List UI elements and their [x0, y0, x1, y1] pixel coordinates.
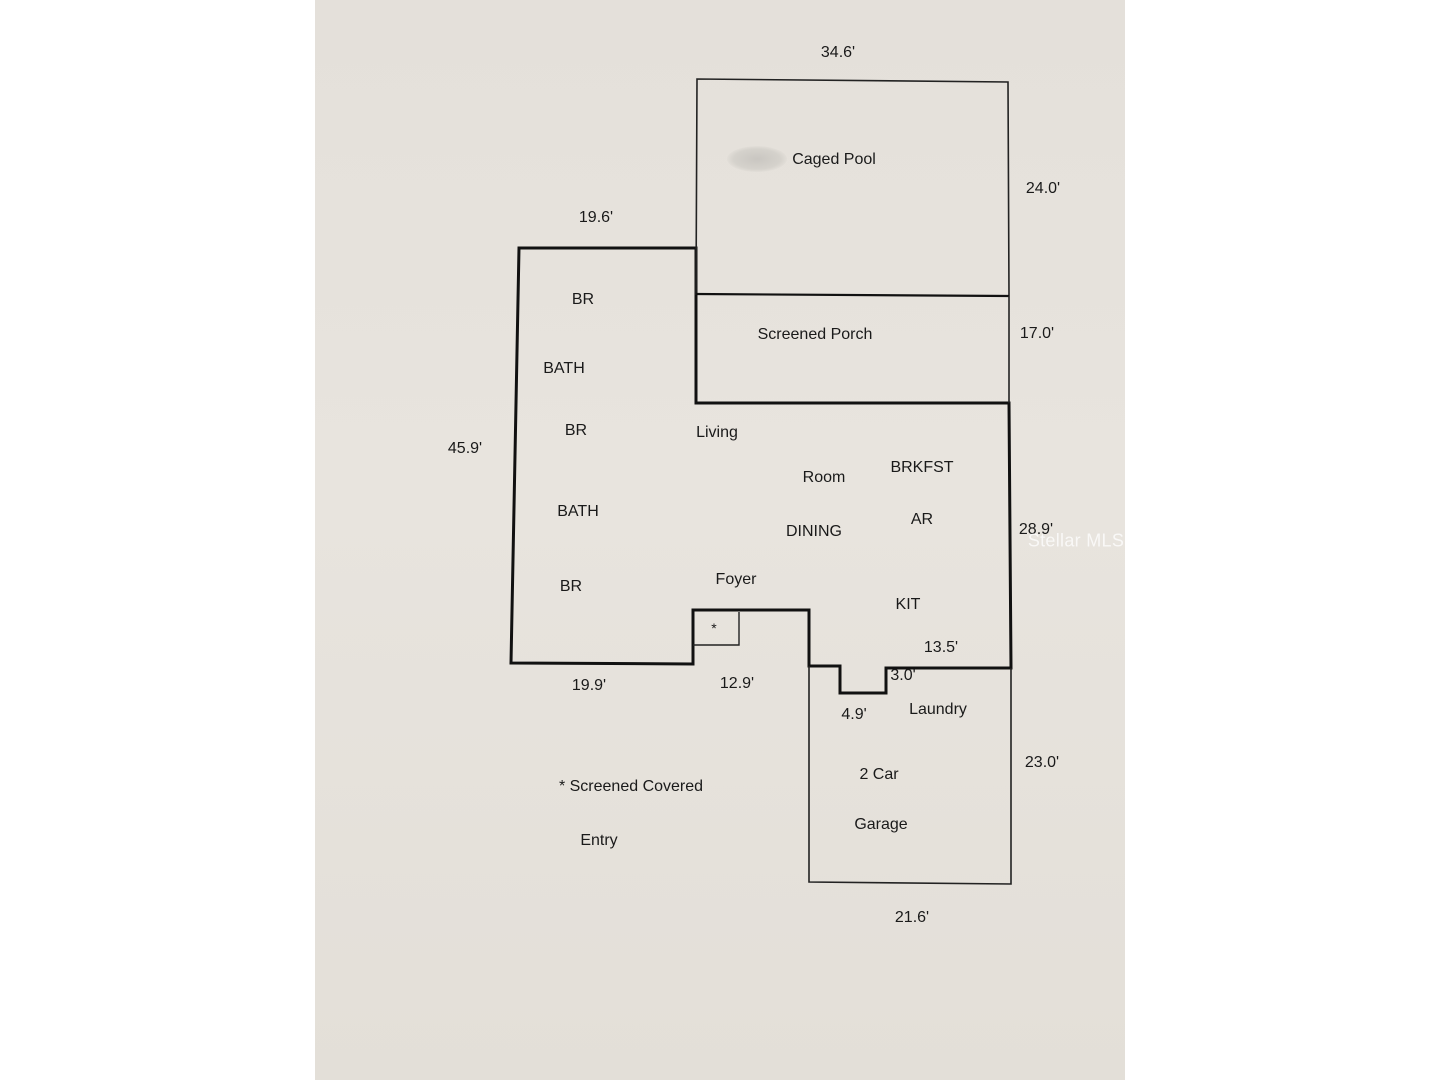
room-garage: Garage — [854, 816, 908, 833]
room-living: Living — [696, 424, 738, 441]
room-brkfst: BRKFST — [890, 459, 954, 476]
dim-pool-depth: 24.0' — [1025, 180, 1061, 197]
room-bath-2: BATH — [557, 503, 599, 520]
screened-entry-box — [693, 612, 740, 646]
room-two-car: 2 Car — [859, 766, 899, 783]
dim-left-top-width: 19.6' — [578, 209, 614, 226]
room-br-2: BR — [564, 422, 588, 439]
room-dining: DINING — [786, 523, 842, 540]
dim-garage-depth: 23.0' — [1024, 754, 1060, 771]
room-ar: AR — [910, 511, 934, 528]
watermark-logo: Stellar MLS — [1027, 530, 1125, 551]
dim-bottom-left-width: 19.9' — [571, 677, 607, 694]
dim-garage-width: 21.6' — [894, 909, 930, 926]
room-room: Room — [802, 469, 846, 486]
pool-porch-divider — [695, 292, 1010, 298]
main-house-outline — [509, 246, 1013, 695]
dim-top-width: 34.6' — [820, 44, 856, 61]
dim-left-depth: 45.9' — [447, 440, 483, 457]
floor-plan-paper — [315, 0, 1125, 1080]
room-br-3: BR — [559, 578, 583, 595]
room-laundry: Laundry — [909, 701, 967, 718]
dim-step-width: 4.9' — [841, 706, 867, 723]
dim-step-depth: 3.0' — [890, 667, 916, 684]
dim-porch-depth: 17.0' — [1019, 325, 1055, 342]
room-screened-porch: Screened Porch — [757, 326, 873, 343]
room-caged-pool: Caged Pool — [792, 151, 876, 168]
room-kit: KIT — [895, 596, 921, 613]
entry-star-marker: * — [711, 620, 717, 636]
note-entry: Entry — [580, 832, 618, 849]
dim-entry-width: 12.9' — [719, 675, 755, 692]
note-screened-covered: * Screened Covered — [558, 778, 704, 795]
room-bath-1: BATH — [543, 360, 585, 377]
caged-pool-outline — [695, 78, 1010, 297]
smudge-mark — [727, 146, 787, 172]
dim-kit-width: 13.5' — [923, 639, 959, 656]
room-foyer: Foyer — [715, 571, 757, 588]
dim-right-main-depth: 28.9' — [1018, 521, 1054, 538]
room-br-1: BR — [571, 291, 595, 308]
garage-outline — [808, 666, 1012, 885]
